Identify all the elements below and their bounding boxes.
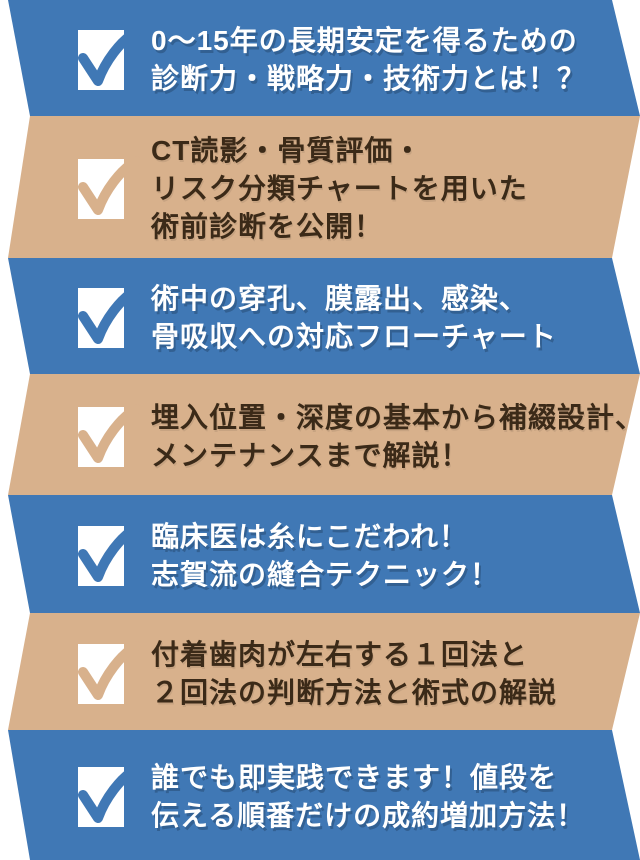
checkbox-icon — [78, 403, 141, 467]
banner-text-line: 誰でも即実践できます！値段を — [151, 762, 558, 793]
checkmark-icon — [78, 285, 141, 344]
checkmark-icon — [78, 640, 141, 700]
banner-text-line: 術中の穿孔、膜露出、感染、 — [151, 283, 529, 314]
banner-text-line: 臨床医は糸にこだわれ！ — [151, 521, 469, 552]
checkbox-icon — [78, 523, 141, 586]
banner-item-3: 術中の穿孔、膜露出、感染、 骨吸収への対応フローチャート — [0, 258, 640, 374]
banner-text-line: 診断力・戦略力・技術力とは！？ — [151, 63, 587, 94]
banner-item-1: 0〜15年の長期安定を得るための 診断力・戦略力・技術力とは！？ — [0, 0, 640, 116]
banner-item-6: 付着歯肉が左右する１回法と ２回法の判断方法と術式の解説 — [0, 613, 640, 730]
checkmark-icon — [78, 403, 141, 463]
checkbox-icon — [78, 156, 141, 219]
banner-text-line: 伝える順番だけの成約増加方法！ — [151, 800, 586, 831]
checkmark-icon — [78, 523, 141, 582]
banner-text-line: メンテナンスまで解説！ — [151, 439, 470, 471]
checkmark-icon — [78, 156, 141, 215]
banner-text-line: 術前診断を公開！ — [151, 211, 384, 242]
checkmark-icon — [78, 27, 141, 86]
banner-text-line: 付着歯肉が左右する１回法と — [151, 638, 529, 670]
checkbox-icon — [78, 764, 141, 827]
checkmark-icon — [78, 764, 141, 823]
banner-text-line: リスク分類チャートを用いた — [151, 173, 528, 204]
checkbox-icon — [78, 27, 141, 90]
banner-item-4: 埋入位置・深度の基本から補綴設計、 メンテナンスまで解説！ — [0, 374, 640, 495]
banner-item-5: 臨床医は糸にこだわれ！ 志賀流の縫合テクニック！ — [0, 495, 640, 613]
banner-text-line: CT読影・骨質評価・ — [151, 135, 423, 166]
checkbox-icon — [78, 640, 141, 704]
banner-text-line: 埋入位置・深度の基本から補綴設計、 — [151, 401, 640, 433]
banner-text-line: ２回法の判断方法と術式の解説 — [151, 676, 558, 708]
banner-text-line: 骨吸収への対応フローチャート — [151, 321, 557, 352]
banner-text-line: 志賀流の縫合テクニック！ — [151, 559, 500, 590]
banner-text-line: 0〜15年の長期安定を得るための — [151, 25, 578, 56]
banner-item-7: 誰でも即実践できます！値段を 伝える順番だけの成約増加方法！ — [0, 730, 640, 860]
checkbox-icon — [78, 285, 141, 348]
banner-item-2: CT読影・骨質評価・ リスク分類チャートを用いた 術前診断を公開！ — [0, 116, 640, 258]
